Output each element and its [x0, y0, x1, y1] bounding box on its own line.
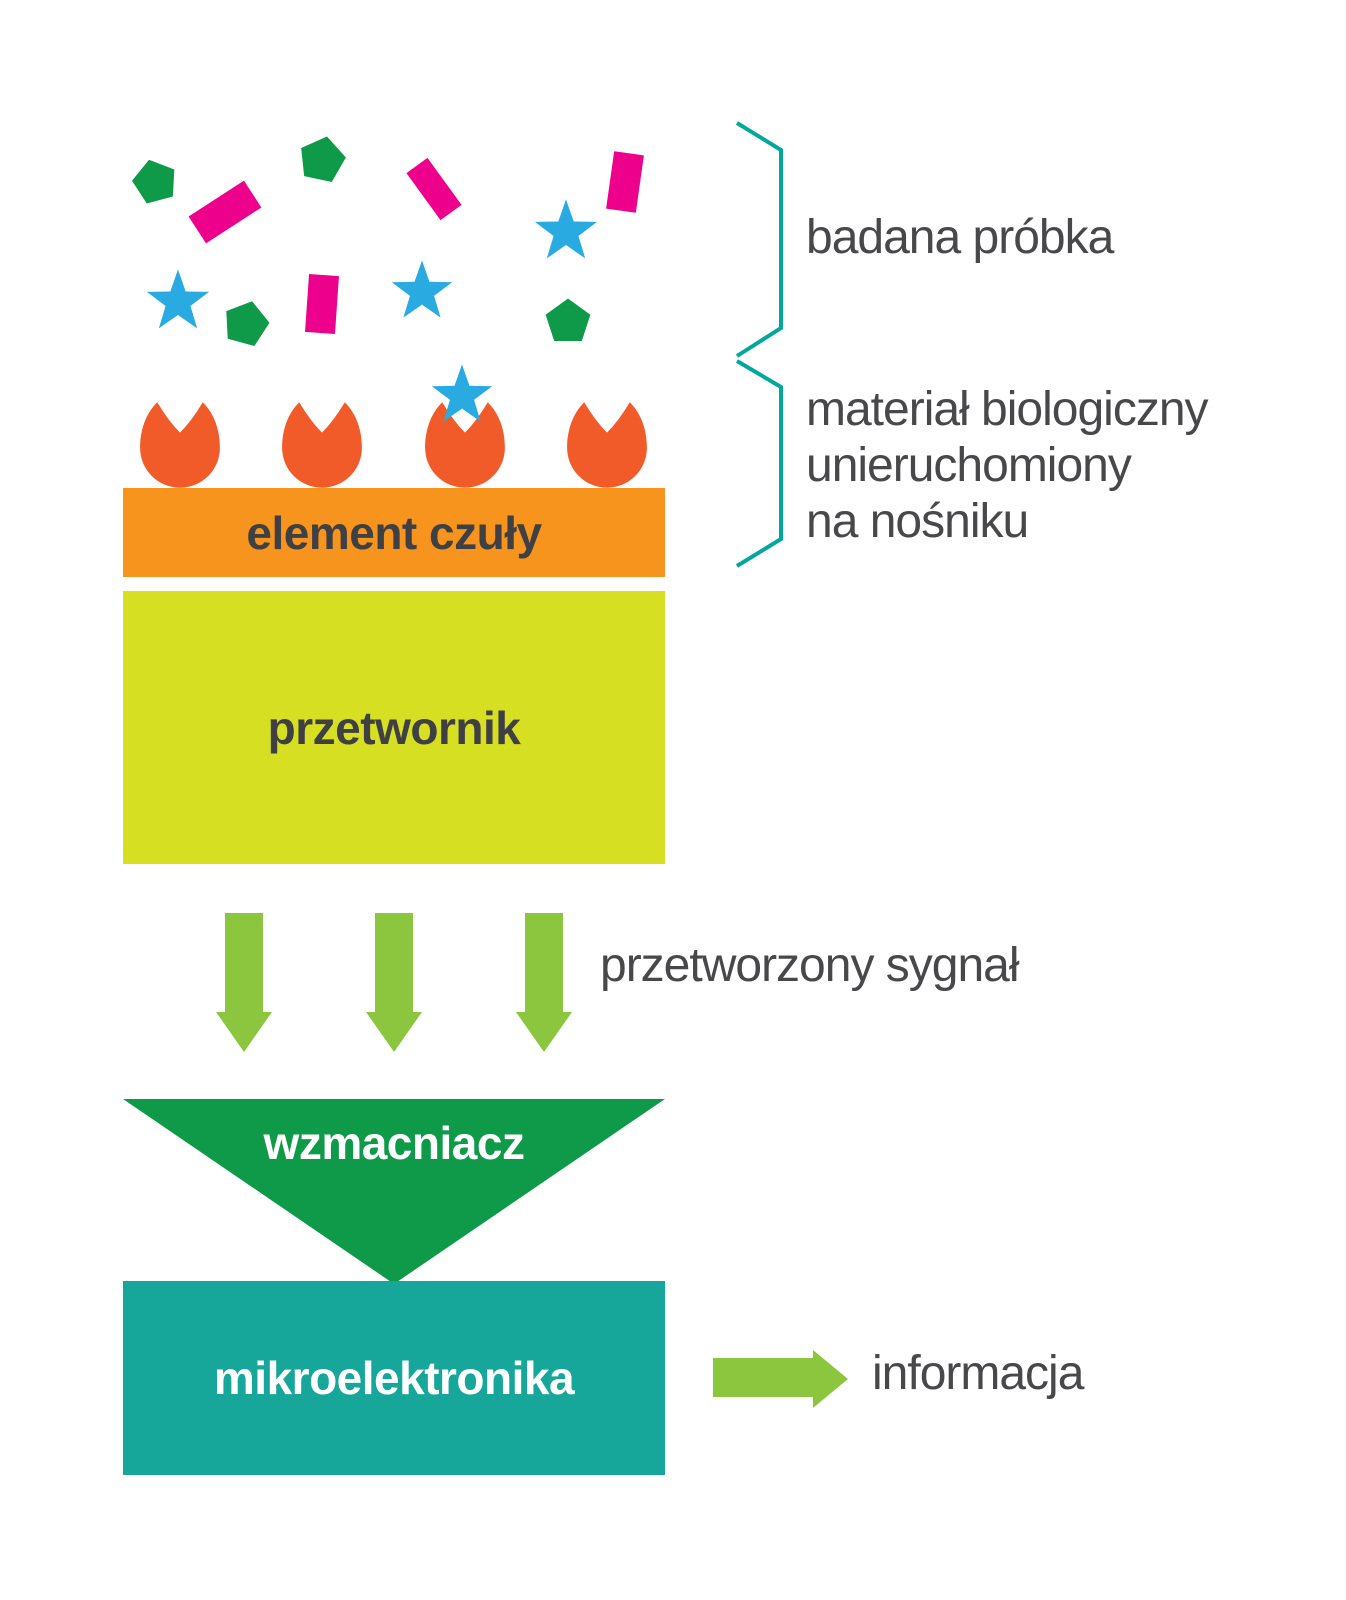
- label-bio-material: materiał biologiczny unieruchomiony na n…: [806, 382, 1209, 550]
- microelectronics-box: mikroelektronika: [123, 1281, 665, 1475]
- brace-top-icon: [735, 121, 783, 358]
- sensitive-element-box: element czuły: [123, 488, 665, 577]
- sample-pentagon-icon: [301, 136, 346, 182]
- sample-star-icon: [391, 260, 453, 318]
- sample-rod-icon: [305, 274, 339, 334]
- brace-bottom-icon: [735, 359, 783, 568]
- bound-analyte-star-icon: [431, 364, 493, 422]
- amplifier-triangle: [123, 1099, 665, 1284]
- receptor-icon: [140, 402, 220, 488]
- sample-star-icon: [534, 199, 598, 259]
- sensitive-element-label: element czuły: [246, 506, 542, 559]
- microelectronics-label: mikroelektronika: [213, 1352, 575, 1404]
- receptor-icon: [425, 402, 505, 488]
- sample-pentagon-icon: [132, 159, 175, 204]
- label-sample: badana próbka: [806, 211, 1114, 264]
- receptor-icon: [282, 402, 362, 488]
- label-bio-material-line1: materiał biologiczny: [806, 383, 1209, 436]
- sample-rod-icon: [406, 157, 462, 221]
- label-processed-signal: przetworzony sygnał: [600, 939, 1020, 992]
- transducer-label: przetwornik: [267, 701, 521, 754]
- signal-down-arrow-icon: [216, 913, 272, 1052]
- sample-rod-icon: [606, 151, 644, 213]
- receptor-icon: [567, 402, 647, 488]
- amplifier-label: wzmacniacz: [263, 1117, 525, 1169]
- label-information: informacja: [872, 1347, 1084, 1400]
- sample-pentagon-icon: [226, 301, 270, 346]
- signal-down-arrow-icon: [516, 913, 572, 1052]
- amplifier-label-wrap: wzmacniacz: [123, 1116, 665, 1170]
- transducer-box: przetwornik: [123, 591, 665, 864]
- signal-down-arrow-icon: [366, 913, 422, 1052]
- label-bio-material-line3: na nośniku: [806, 495, 1029, 548]
- sample-pentagon-icon: [545, 298, 591, 342]
- sample-rod-icon: [188, 180, 262, 244]
- label-bio-material-line2: unieruchomiony: [806, 439, 1132, 492]
- sample-star-icon: [146, 269, 210, 329]
- information-arrow-icon: [713, 1350, 848, 1408]
